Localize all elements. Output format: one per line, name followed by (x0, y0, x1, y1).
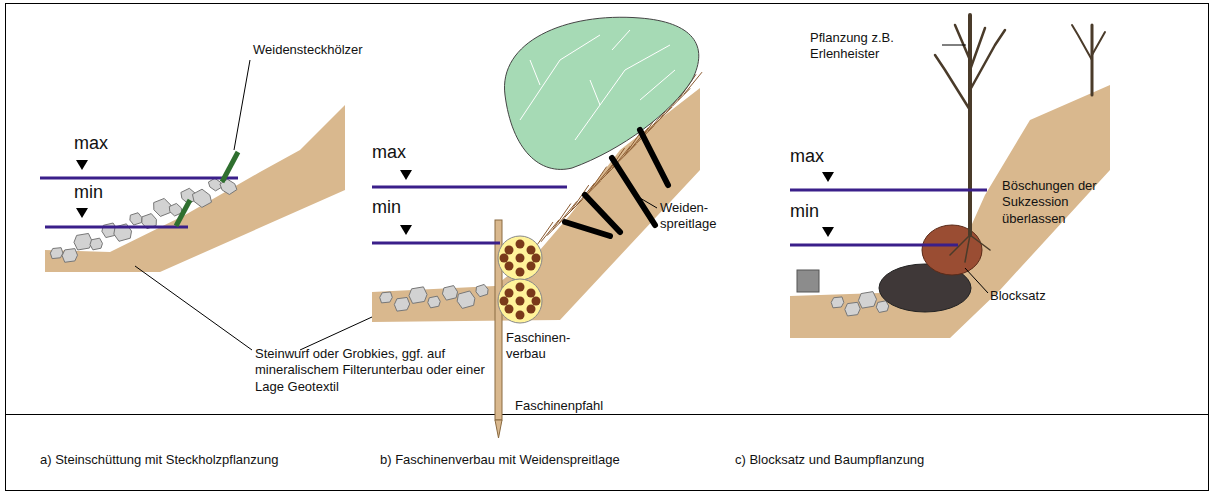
rod (505, 289, 514, 298)
level-mark (76, 208, 88, 218)
stones (831, 292, 889, 316)
brush-twig (541, 220, 559, 242)
part-label: Faschinen- verbau (506, 330, 576, 363)
level-label: min (372, 198, 422, 218)
water-level (45, 226, 188, 229)
stone (90, 238, 102, 250)
willow-stakes (565, 130, 668, 236)
stone (380, 292, 393, 303)
part-label: Weidensteckhölzer (253, 42, 393, 58)
level-mark (822, 172, 834, 182)
level-label: max (790, 147, 840, 167)
level-mark (400, 225, 412, 235)
stone (428, 296, 440, 308)
sub-caption: c) Blocksatz und Baumpflanzung (735, 452, 1035, 468)
brush-twig (535, 222, 553, 248)
part-label: Weiden- spreitlage (660, 200, 730, 233)
willow-cutting (222, 152, 238, 182)
water-level (372, 186, 567, 189)
part-label: Steinwurf oder Grobkies, ggf. auf minera… (255, 346, 505, 395)
stone (130, 213, 142, 225)
stones (380, 284, 488, 311)
stone (476, 284, 488, 296)
rod (516, 297, 525, 306)
level-mark (822, 227, 834, 237)
rod (505, 246, 514, 255)
rod (527, 305, 536, 314)
part-label: Faschinenpfahl (515, 398, 625, 414)
leader-line (640, 198, 657, 208)
level-label: max (74, 134, 124, 154)
stone (457, 291, 475, 308)
stone (797, 270, 819, 292)
stone (876, 301, 888, 313)
block-stone (922, 225, 982, 275)
stone (442, 286, 457, 301)
sub-caption: a) Steinschüttung mit Steckholzpflanzung (40, 452, 360, 468)
divider (5, 414, 1209, 415)
part-label: Böschungen der Sukzession überlassen (1002, 178, 1114, 227)
rod (532, 297, 541, 306)
rod (500, 297, 509, 306)
willow-canopy (504, 17, 698, 169)
leader-line (234, 60, 250, 150)
rod (527, 246, 536, 255)
rod (500, 254, 509, 263)
brush-twig (618, 144, 636, 162)
rod (532, 254, 541, 263)
fascine (498, 279, 542, 323)
water-level (790, 189, 987, 192)
leader-line (300, 295, 420, 350)
sub-caption: b) Faschinenverbau mit Weidenspreitlage (380, 452, 700, 468)
stone (74, 233, 92, 250)
water-level (40, 177, 238, 180)
water-level (372, 242, 500, 245)
brush-twig (565, 199, 583, 217)
frame (6, 4, 1209, 491)
canopy-twigs (520, 30, 675, 140)
stone (409, 287, 427, 304)
part-label: Pflanzung z.B. Erlenheister (810, 30, 940, 63)
fascine (498, 236, 542, 280)
stone (394, 297, 409, 311)
tree (935, 15, 1005, 262)
rod (527, 289, 536, 298)
brush-twig (595, 164, 613, 186)
level-label: min (790, 202, 840, 222)
rod (505, 262, 514, 271)
stones (50, 178, 237, 262)
stone (50, 248, 63, 259)
level-mark (76, 160, 88, 170)
rod (516, 311, 525, 320)
stone (858, 292, 876, 309)
level-label: min (74, 183, 124, 203)
rod (516, 283, 525, 292)
stone (831, 297, 844, 308)
stone (154, 198, 171, 216)
brush-twig (589, 167, 607, 193)
part-label: Blocksatz (990, 288, 1080, 304)
rod (505, 305, 514, 314)
brush-twig (547, 218, 565, 236)
level-label: max (372, 143, 422, 163)
stone (62, 249, 77, 263)
rod (516, 240, 525, 249)
tree (1072, 25, 1105, 95)
leader-line (965, 268, 988, 293)
rod (527, 262, 536, 271)
fascine-rods (500, 240, 541, 320)
stone (192, 189, 211, 207)
fascine-post-tip (495, 420, 502, 438)
willow-cutting (176, 200, 190, 226)
ground (45, 105, 345, 272)
water-level (790, 244, 958, 247)
rod (516, 254, 525, 263)
leader-line (135, 266, 252, 350)
leader-line (942, 45, 966, 46)
rod (516, 268, 525, 277)
level-mark (400, 170, 412, 180)
stone (845, 302, 860, 316)
